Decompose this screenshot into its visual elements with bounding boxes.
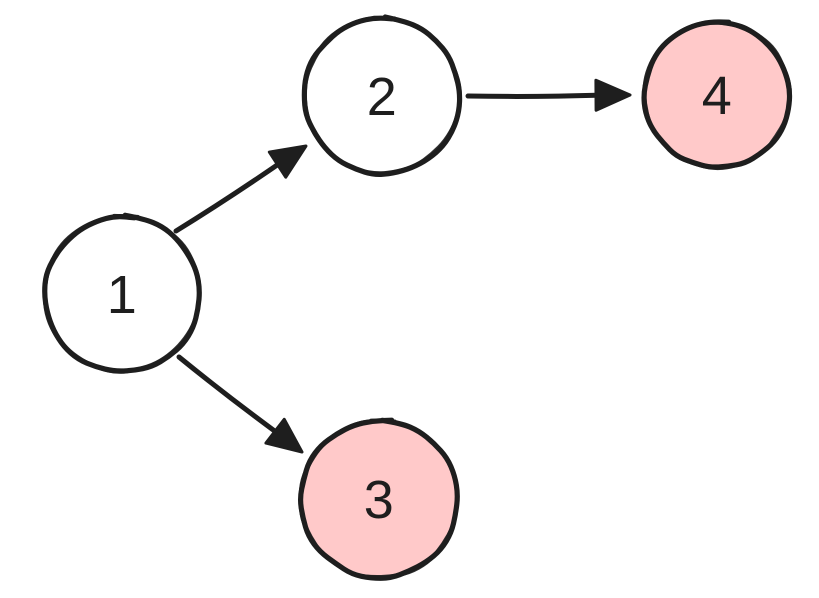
node-2-fill xyxy=(306,19,460,172)
edges-layer xyxy=(173,78,632,454)
node-1-label: 1 xyxy=(107,265,138,325)
node-2-label: 2 xyxy=(367,67,398,127)
edge-line-1-2 xyxy=(173,158,286,234)
arrowhead-2-4 xyxy=(594,78,632,112)
node-3-label: 3 xyxy=(364,470,395,530)
node-4-label: 4 xyxy=(702,66,733,126)
arrowhead-1-3 xyxy=(264,417,304,454)
node-2[interactable]: 2 xyxy=(301,14,463,178)
edge-1-to-2[interactable] xyxy=(173,144,308,234)
node-2-outline-2 xyxy=(302,15,462,176)
node-1-outline-2 xyxy=(42,213,202,374)
node-3-outline-2 xyxy=(298,418,460,580)
node-3[interactable]: 3 xyxy=(297,417,460,581)
arrowhead-1-2 xyxy=(267,144,308,179)
node-4[interactable]: 4 xyxy=(641,19,793,171)
edge-1-to-3[interactable] xyxy=(176,354,304,454)
node-3-fill xyxy=(302,421,457,576)
node-1-fill xyxy=(44,217,200,370)
edge-line-2-4 xyxy=(465,92,605,99)
edge-line-1-3 xyxy=(176,354,283,438)
node-4-fill xyxy=(646,23,790,167)
node-1[interactable]: 1 xyxy=(42,212,202,374)
edge-2-to-4[interactable] xyxy=(465,78,632,112)
nodes-layer: 1 2 3 4 xyxy=(42,14,793,581)
node-4-outline-2 xyxy=(642,20,792,171)
